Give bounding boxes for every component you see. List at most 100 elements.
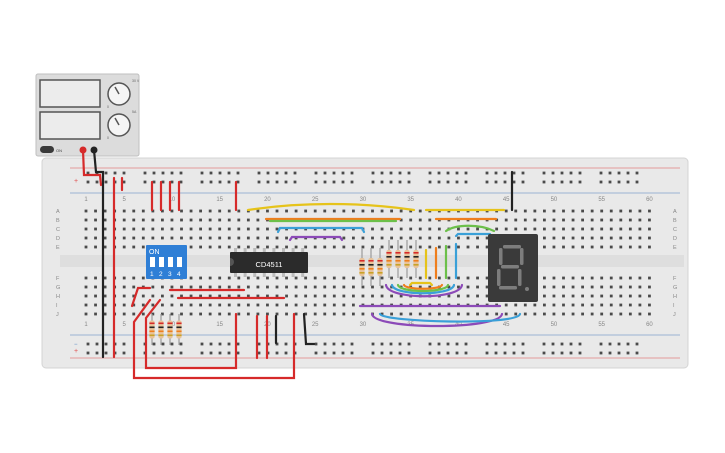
breadboard-hole[interactable] xyxy=(543,236,546,240)
breadboard-hole[interactable] xyxy=(266,236,269,240)
breadboard-hole[interactable] xyxy=(380,227,384,231)
rail-hole[interactable] xyxy=(446,342,450,346)
rail-hole[interactable] xyxy=(389,171,393,175)
rail-hole[interactable] xyxy=(380,351,384,355)
breadboard-hole[interactable] xyxy=(275,303,279,307)
breadboard-hole[interactable] xyxy=(323,294,327,298)
breadboard-hole[interactable] xyxy=(94,227,97,231)
breadboard-hole[interactable] xyxy=(571,276,575,280)
rail-hole[interactable] xyxy=(179,342,183,346)
breadboard-hole[interactable] xyxy=(409,312,413,316)
breadboard-hole[interactable] xyxy=(180,209,183,213)
breadboard-hole[interactable] xyxy=(552,227,556,231)
rail-hole[interactable] xyxy=(371,351,375,355)
breadboard-hole[interactable] xyxy=(447,285,451,289)
breadboard-hole[interactable] xyxy=(552,312,556,316)
rail-hole[interactable] xyxy=(569,342,573,346)
rail-hole[interactable] xyxy=(551,180,555,184)
breadboard-hole[interactable] xyxy=(84,209,88,213)
breadboard-hole[interactable] xyxy=(103,209,107,213)
breadboard-hole[interactable] xyxy=(428,236,432,240)
breadboard-hole[interactable] xyxy=(246,218,250,222)
rail-hole[interactable] xyxy=(512,180,516,184)
rail-hole[interactable] xyxy=(578,342,582,346)
breadboard-hole[interactable] xyxy=(390,285,393,289)
breadboard-hole[interactable] xyxy=(466,245,470,249)
blue-top-wire[interactable] xyxy=(276,226,366,234)
rail-hole[interactable] xyxy=(236,171,240,175)
breadboard-hole[interactable] xyxy=(466,285,470,289)
rail-hole[interactable] xyxy=(380,180,384,184)
breadboard-hole[interactable] xyxy=(628,312,632,316)
breadboard-hole[interactable] xyxy=(227,294,231,298)
breadboard-hole[interactable] xyxy=(380,209,384,213)
purple-top-wire[interactable] xyxy=(288,235,344,242)
breadboard-hole[interactable] xyxy=(390,209,393,213)
breadboard-hole[interactable] xyxy=(581,276,584,280)
breadboard-hole[interactable] xyxy=(437,276,441,280)
breadboard-hole[interactable] xyxy=(504,303,508,307)
breadboard-hole[interactable] xyxy=(122,312,126,316)
rail-hole[interactable] xyxy=(608,342,612,346)
rail-hole[interactable] xyxy=(569,351,573,355)
rail-hole[interactable] xyxy=(218,351,222,355)
breadboard-hole[interactable] xyxy=(447,312,451,316)
rail-hole[interactable] xyxy=(179,351,183,355)
breadboard-hole[interactable] xyxy=(600,245,604,249)
green-right-wire[interactable] xyxy=(444,224,496,233)
breadboard-hole[interactable] xyxy=(218,245,222,249)
rail-hole[interactable] xyxy=(578,351,582,355)
breadboard-hole[interactable] xyxy=(266,245,269,249)
breadboard-hole[interactable] xyxy=(485,285,489,289)
breadboard-hole[interactable] xyxy=(619,285,623,289)
breadboard-hole[interactable] xyxy=(132,294,136,298)
rail-hole[interactable] xyxy=(227,171,231,175)
breadboard-hole[interactable] xyxy=(571,294,575,298)
rail-hole[interactable] xyxy=(437,351,441,355)
breadboard-hole[interactable] xyxy=(208,285,212,289)
breadboard-hole[interactable] xyxy=(285,276,288,280)
rail-hole[interactable] xyxy=(332,351,336,355)
rail-hole[interactable] xyxy=(560,180,564,184)
breadboard-hole[interactable] xyxy=(122,236,126,240)
rail-hole[interactable] xyxy=(569,171,573,175)
breadboard-hole[interactable] xyxy=(457,227,460,231)
rail-hole[interactable] xyxy=(455,171,459,175)
rail-hole[interactable] xyxy=(617,351,621,355)
breadboard-hole[interactable] xyxy=(504,209,508,213)
breadboard-hole[interactable] xyxy=(619,209,623,213)
breadboard-hole[interactable] xyxy=(294,312,298,316)
breadboard-hole[interactable] xyxy=(418,245,422,249)
breadboard-hole[interactable] xyxy=(562,312,565,316)
rail-hole[interactable] xyxy=(599,180,603,184)
breadboard-hole[interactable] xyxy=(332,276,336,280)
rail-hole[interactable] xyxy=(464,180,468,184)
rail-hole[interactable] xyxy=(464,342,468,346)
breadboard-hole[interactable] xyxy=(189,236,193,240)
breadboard-hole[interactable] xyxy=(562,209,565,213)
rail-hole[interactable] xyxy=(104,342,108,346)
breadboard-hole[interactable] xyxy=(581,294,584,298)
breadboard-hole[interactable] xyxy=(380,312,384,316)
breadboard-hole[interactable] xyxy=(552,245,556,249)
breadboard-hole[interactable] xyxy=(199,236,202,240)
breadboard-hole[interactable] xyxy=(609,312,613,316)
breadboard-hole[interactable] xyxy=(562,276,565,280)
breadboard-hole[interactable] xyxy=(180,303,183,307)
breadboard-hole[interactable] xyxy=(552,285,556,289)
rail-hole[interactable] xyxy=(323,180,327,184)
breadboard-hole[interactable] xyxy=(409,276,413,280)
breadboard-hole[interactable] xyxy=(256,303,260,307)
breadboard-hole[interactable] xyxy=(218,294,222,298)
breadboard-hole[interactable] xyxy=(371,236,374,240)
rail-hole[interactable] xyxy=(626,171,630,175)
rail-hole[interactable] xyxy=(494,342,498,346)
rail-hole[interactable] xyxy=(170,180,174,184)
breadboard-hole[interactable] xyxy=(552,209,556,213)
breadboard-hole[interactable] xyxy=(218,285,222,289)
rail-hole[interactable] xyxy=(341,171,345,175)
breadboard-hole[interactable] xyxy=(304,276,308,280)
breadboard-hole[interactable] xyxy=(189,276,193,280)
rail-hole[interactable] xyxy=(407,351,411,355)
